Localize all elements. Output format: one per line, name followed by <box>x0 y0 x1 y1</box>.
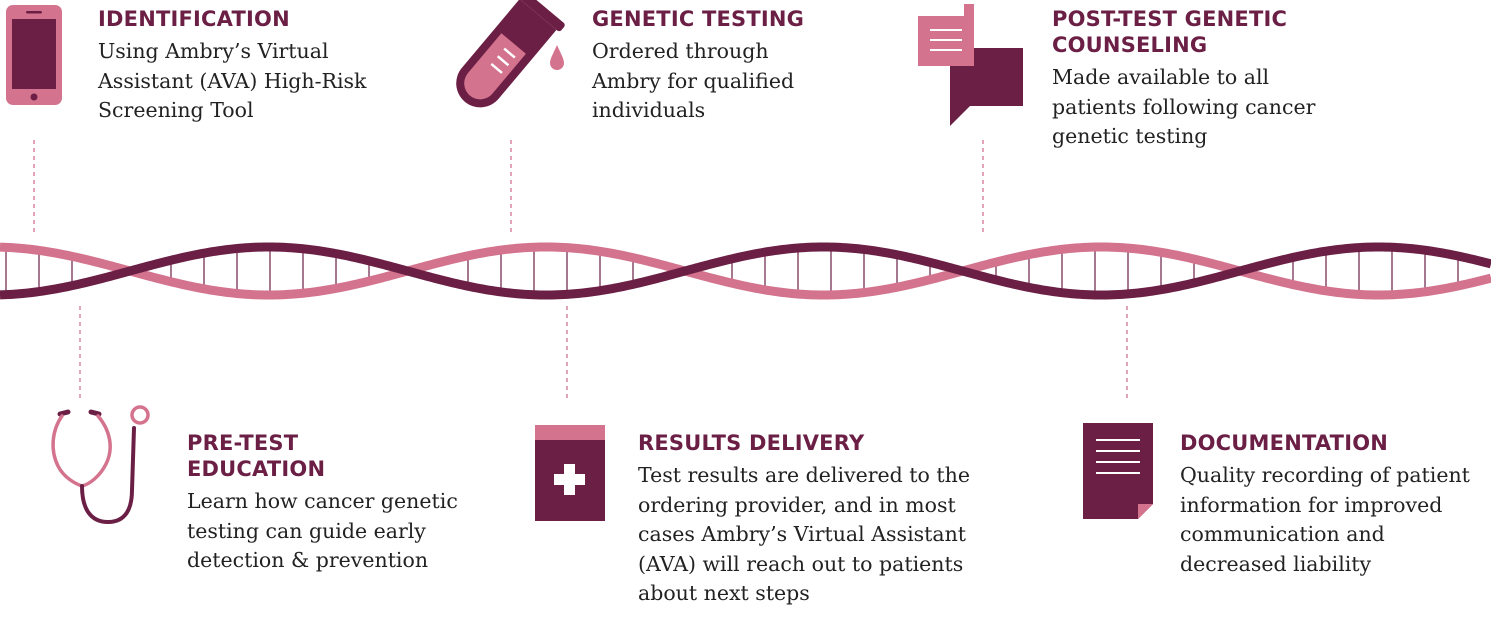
stethoscope-icon <box>51 405 150 525</box>
test-tube-icon <box>456 0 565 108</box>
phone-icon <box>6 5 62 105</box>
step-description: Made available to all patients following… <box>1052 65 1316 148</box>
helix-rungs <box>5 251 1459 291</box>
step-title: GENETIC TESTING <box>592 7 805 31</box>
helix-strand-dark <box>0 242 1491 300</box>
step-description: Using Ambry’s Virtual Assistant (AVA) Hi… <box>98 39 367 122</box>
step-description: Learn how cancer genetic testing can gui… <box>187 489 458 572</box>
step-title: RESULTS DELIVERY <box>638 431 865 455</box>
step-title: POST-TEST GENETIC COUNSELING <box>1052 7 1288 57</box>
step-pre-test-education: PRE-TEST EDUCATION Learn how cancer gene… <box>187 430 487 576</box>
step-title: PRE-TEST EDUCATION <box>187 431 326 481</box>
step-identification: IDENTIFICATION Using Ambry’s Virtual Ass… <box>98 6 428 126</box>
step-post-test-counseling: POST-TEST GENETIC COUNSELING Made availa… <box>1052 6 1362 152</box>
step-genetic-testing: GENETIC TESTING Ordered through Ambry fo… <box>592 6 852 126</box>
step-results-delivery: RESULTS DELIVERY Test results are delive… <box>638 430 998 609</box>
step-description: Quality recording of patient information… <box>1180 463 1470 576</box>
step-documentation: DOCUMENTATION Quality recording of patie… <box>1180 430 1485 579</box>
step-title: DOCUMENTATION <box>1180 431 1389 455</box>
step-title: IDENTIFICATION <box>98 7 290 31</box>
results-envelope-icon <box>535 425 605 521</box>
document-icon <box>1083 423 1153 519</box>
chat-bubbles-icon <box>918 4 1023 126</box>
step-description: Ordered through Ambry for qualified indi… <box>592 39 795 122</box>
step-description: Test results are delivered to the orderi… <box>638 463 970 605</box>
